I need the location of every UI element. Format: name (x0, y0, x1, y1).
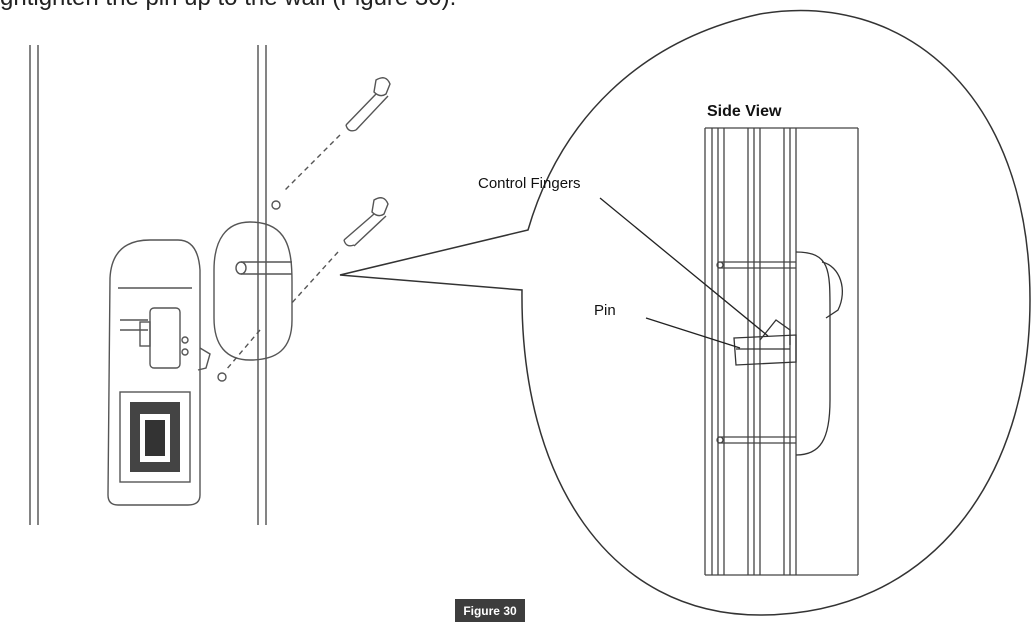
figure-caption: Figure 30 (455, 599, 525, 622)
cut-off-instruction-text: ghtighten the pin up to the wall (Figure… (0, 0, 456, 12)
pin-label: Pin (594, 302, 616, 319)
control-fingers-label: Control Fingers (478, 175, 581, 192)
side-view-label: Side View (707, 103, 782, 120)
pin-leader (645, 317, 741, 349)
side-view-frame (704, 127, 859, 576)
callout-bubble (339, 9, 1031, 616)
latch-side-view (733, 251, 843, 456)
lock-unit (107, 239, 211, 506)
screw-lower (217, 197, 389, 382)
screw-upper (271, 77, 391, 210)
wall-frame (29, 45, 267, 525)
cover-plate (213, 221, 293, 361)
control-fingers-leader (599, 197, 769, 337)
